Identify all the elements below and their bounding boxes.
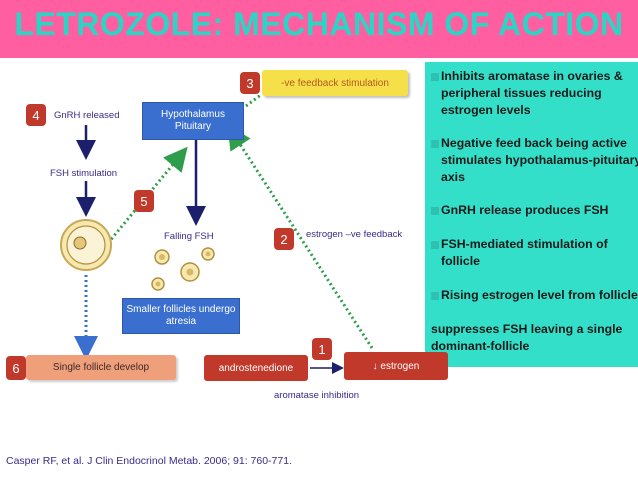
step-4-badge: 4 xyxy=(26,104,46,126)
fsh-stimulation-label: FSH stimulation xyxy=(50,168,118,179)
bullet-icon xyxy=(431,139,439,148)
bullet-icon xyxy=(431,240,439,249)
title-bar xyxy=(0,0,638,58)
panel-item-5: Rising estrogen level from follicle xyxy=(431,287,638,304)
hypothalamus-pituitary-box: Hypothalamus Pituitary xyxy=(142,102,244,140)
panel-item-1: Inhibits aromatase in ovaries & peripher… xyxy=(431,68,638,119)
panel-item-3: GnRH release produces FSH xyxy=(431,202,638,219)
single-follicle-box: Single follicle develop xyxy=(26,355,176,380)
explanation-panel: Inhibits aromatase in ovaries & peripher… xyxy=(425,62,638,367)
bullet-icon xyxy=(431,291,439,300)
citation: Casper RF, et al. J Clin Endocrinol Meta… xyxy=(6,455,292,467)
smaller-follicles-box: Smaller follicles undergo atresia xyxy=(122,298,240,334)
falling-fsh-label: Falling FSH xyxy=(164,231,214,242)
estrogen-feedback-arrow xyxy=(227,124,374,349)
step-6-badge: 6 xyxy=(6,356,26,380)
dominant-follicle-graphic xyxy=(60,219,112,271)
step-3-badge: 3 xyxy=(240,72,260,94)
panel-tail: suppresses FSH leaving a single dominant… xyxy=(431,322,623,353)
small-follicles-graphic xyxy=(151,247,215,291)
androstenedione-box: androstenedione xyxy=(204,355,308,381)
slide-title: LETROZOLE: MECHANISM OF ACTION xyxy=(14,6,624,42)
gnrh-released-label: GnRH released xyxy=(54,110,120,121)
step-2-badge: 2 xyxy=(274,228,294,250)
step-5-badge: 5 xyxy=(134,190,154,212)
estrogen-feedback-label: estrogen –ve feedback xyxy=(306,229,403,240)
estrogen-box: ↓ estrogen xyxy=(344,352,448,380)
step-1-badge: 1 xyxy=(312,338,332,360)
panel-item-4: FSH-mediated stimulation of follicle xyxy=(431,236,638,270)
bullet-icon xyxy=(431,72,439,81)
panel-item-2: Negative feed back being active stimulat… xyxy=(431,135,638,186)
aromatase-inhibition-label: aromatase inhibition xyxy=(274,390,360,401)
feedback-stimulation-box: -ve feedback stimulation xyxy=(262,70,408,96)
bullet-icon xyxy=(431,206,439,215)
hypothalamus-to-feedback-arrow xyxy=(245,92,263,108)
